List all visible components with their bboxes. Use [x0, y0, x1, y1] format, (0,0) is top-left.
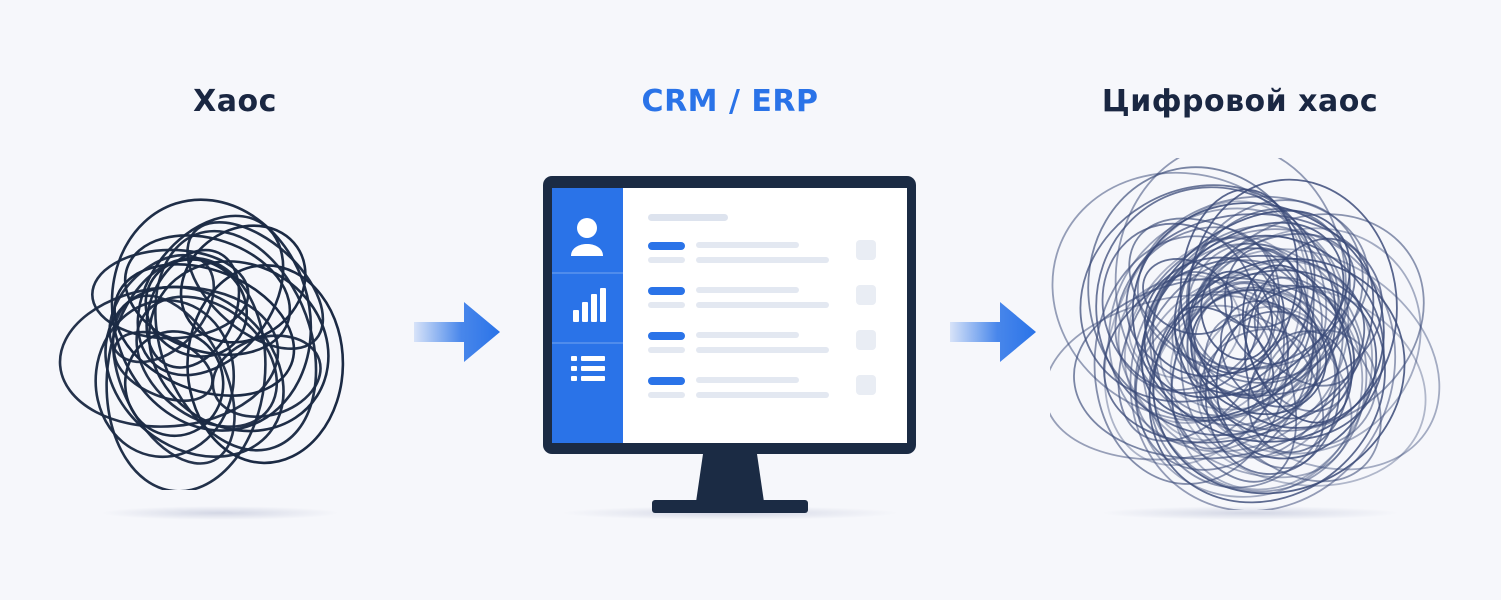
tangle-loop — [1131, 202, 1385, 443]
tangle-loop — [1195, 305, 1338, 459]
row-subtag — [648, 302, 685, 308]
ground-shadow — [1100, 506, 1400, 520]
row-subtag — [648, 257, 685, 263]
tangle-loop — [104, 285, 285, 458]
row-tag — [648, 332, 685, 340]
row-subtag — [648, 392, 685, 398]
tangle-loop — [94, 298, 236, 459]
tangle-loop — [1050, 293, 1322, 461]
row-tag — [648, 377, 685, 385]
tangle-loop — [145, 248, 241, 369]
row-line — [696, 257, 829, 263]
row-line — [696, 392, 829, 398]
user-icon — [571, 218, 603, 256]
tangle-loop — [1140, 221, 1345, 419]
tangle-loop — [108, 253, 216, 364]
tangle-loop — [1180, 235, 1344, 459]
bar-chart-icon — [573, 288, 606, 322]
list-icon — [571, 356, 605, 381]
step-title-digital-chaos: Цифровой хаос — [1101, 84, 1379, 119]
row-checkbox — [856, 240, 876, 260]
tangle-loop — [1136, 195, 1370, 371]
crm-erp-monitor — [543, 176, 916, 513]
row-subtag — [648, 347, 685, 353]
tangle-loop — [1185, 199, 1364, 381]
tangle-loop — [1261, 329, 1378, 447]
step-title-crm-erp: CRM / ERP — [641, 84, 819, 119]
header-placeholder — [648, 214, 728, 221]
row-line — [696, 347, 829, 353]
step-title-chaos: Хаос — [193, 84, 277, 119]
tangle-loop — [1190, 289, 1328, 416]
tangle-loop — [1114, 158, 1347, 427]
tangle-loop — [123, 330, 225, 438]
tangle-loop — [186, 221, 325, 350]
tangle-loop — [1141, 242, 1368, 493]
row-tag — [648, 242, 685, 250]
tangle-loop — [1128, 217, 1317, 384]
tangle-loop — [1087, 166, 1315, 422]
digital-chaos-tangle — [1050, 158, 1441, 510]
tangle-loop — [144, 258, 249, 358]
tangle-loop — [135, 295, 279, 428]
crm-table — [648, 214, 876, 398]
tangle-loop — [186, 264, 345, 465]
tangle-loop — [1148, 280, 1337, 489]
tangle-loop — [113, 263, 296, 397]
tangle-loop — [110, 198, 313, 432]
tangle-loop — [112, 330, 214, 402]
row-checkbox — [856, 285, 876, 305]
tangle-loop — [1152, 257, 1406, 495]
row-tag — [648, 287, 685, 295]
tangle-loop — [154, 229, 318, 452]
row-line — [696, 242, 799, 248]
ground-shadow — [100, 506, 340, 520]
row-line — [696, 332, 799, 338]
tangle-loop — [179, 224, 307, 344]
chaos-tangle — [58, 198, 345, 490]
tangle-loop — [1173, 234, 1385, 441]
row-checkbox — [856, 330, 876, 350]
row-line — [696, 377, 799, 383]
row-checkbox — [856, 375, 876, 395]
arrow-right-icon — [950, 302, 1036, 362]
arrow-right-icon — [414, 302, 500, 362]
tangle-loop — [1133, 259, 1315, 471]
tangle-loop — [1169, 284, 1427, 487]
row-line — [696, 302, 829, 308]
row-line — [696, 287, 799, 293]
tangle-loop — [1108, 207, 1350, 453]
